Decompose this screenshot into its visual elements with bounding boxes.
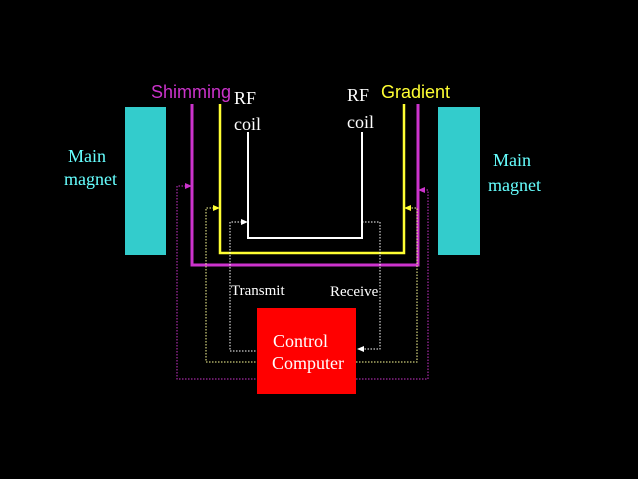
arrow-shimming-right [418,187,425,193]
main-magnet-right-block [438,107,480,255]
main-magnet-right-label-line2: magnet [488,175,541,195]
rf-coil-right-label-line1: RF [347,85,370,105]
rf-coil-left-label-line1: RF [234,88,257,108]
shimming-coil [190,104,420,267]
arrow-shimming-left [185,183,192,189]
main-magnet-left-block [125,107,166,255]
arrow-receive [357,346,364,352]
rf-coil [247,132,363,239]
control-computer-box [257,308,356,394]
rf-coil-right-label-line2: coil [347,112,374,132]
main-magnet-left-label-line2: magnet [64,169,117,189]
main-magnet-left-label-line1: Main [68,146,106,166]
transmit-label: Transmit [231,283,285,299]
receive-label: Receive [330,284,379,300]
rf-coil-left-label-line2: coil [234,114,261,134]
gradient-coil [218,104,406,255]
arrow-transmit [241,219,248,225]
main-magnet-right-label-line1: Main [493,150,531,170]
shimming-label: Shimming [151,82,232,102]
gradient-label: Gradient [381,82,451,102]
arrow-gradient-right [404,205,411,211]
control-computer-label-line1: Control [273,331,329,351]
arrow-gradient-left [213,205,220,211]
control-computer-label-line2: Computer [272,353,344,373]
transmit-line [229,221,272,352]
receive-line [357,221,381,350]
